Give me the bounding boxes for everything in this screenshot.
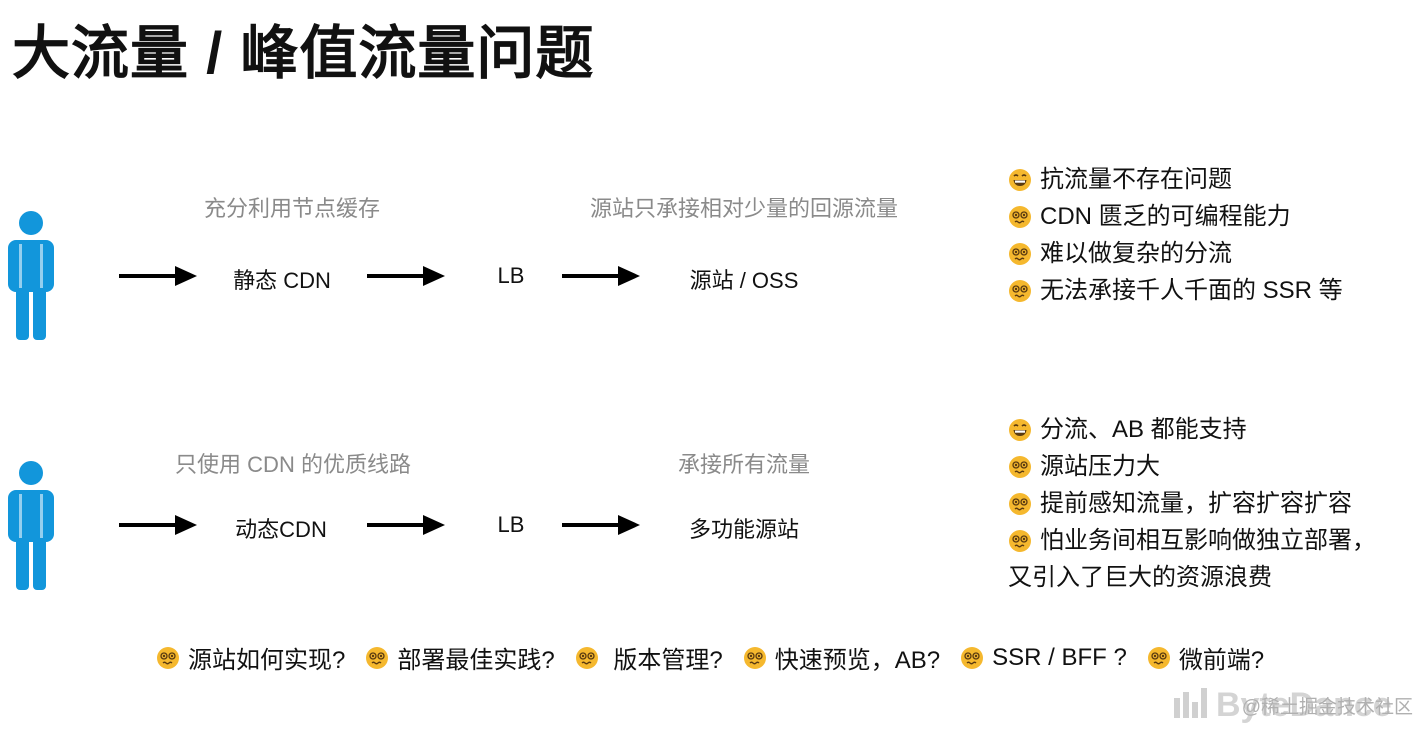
list-item: 微前端? [1147,640,1264,675]
list-item: 源站如何实现? [156,640,345,675]
dizzy-face-icon [1008,529,1032,553]
row2-caption-right: 承接所有流量 [677,452,811,477]
dizzy-face-icon [1008,205,1032,229]
bytedance-logo-icon [1173,688,1208,723]
list-item: 分流、AB 都能支持 [1008,411,1376,448]
dizzy-face-icon [156,646,180,670]
list-item: 快速预览，AB? [743,640,940,675]
arrow-right-icon [367,513,445,537]
row2-caption-left: 只使用 CDN 的优质线路 [175,452,411,477]
list-item: 源站压力大 [1008,448,1376,485]
arrow-right-icon [119,264,197,288]
row1-caption-right: 源站只承接相对少量的回源流量 [589,196,899,221]
dizzy-face-icon [1147,646,1171,670]
row2-node-lb: LB [497,512,525,537]
arrow-right-icon [562,513,640,537]
list-item: CDN 匮乏的可编程能力 [1008,198,1343,235]
page-title: 大流量 / 峰值流量问题 [12,21,595,86]
dizzy-face-icon [575,646,599,670]
row1-node-cdn: 静态 CDN [233,268,331,293]
row1-caption-left: 充分利用节点缓存 [203,196,381,221]
arrow-right-icon [119,513,197,537]
row1-node-origin: 源站 / OSS [689,268,799,293]
watermark: ByteDance @稀土掘金技术社区 [1173,686,1413,725]
dizzy-face-icon [743,646,767,670]
row1-notes: 抗流量不存在问题 CDN 匮乏的可编程能力 难以做复杂的分流 无法承接千人千面的… [1008,161,1343,309]
bottom-questions: 源站如何实现? 部署最佳实践? 版本管理? 快速预览，AB? SSR / BFF… [156,640,1284,675]
dizzy-face-icon [1008,242,1032,266]
dizzy-face-icon [1008,455,1032,479]
list-item-continuation: 又引入了巨大的资源浪费 [1008,564,1272,591]
row2-notes: 分流、AB 都能支持 源站压力大 提前感知流量，扩容扩容扩容 怕业务间相互影响做… [1008,411,1376,596]
dizzy-face-icon [365,646,389,670]
dizzy-face-icon [1008,279,1032,303]
list-item: 无法承接千人千面的 SSR 等 [1008,272,1343,309]
grinning-face-icon [1008,168,1032,192]
watermark-text: @稀土掘金技术社区 [1241,697,1413,718]
list-item: 难以做复杂的分流 [1008,235,1343,272]
dizzy-face-icon [960,646,984,670]
row2-node-cdn: 动态CDN [235,517,327,542]
person-icon [6,210,56,340]
dizzy-face-icon [1008,492,1032,516]
list-item: 抗流量不存在问题 [1008,161,1343,198]
list-item: 怕业务间相互影响做独立部署， [1008,522,1376,559]
arrow-right-icon [367,264,445,288]
row2-node-origin: 多功能源站 [688,517,800,542]
person-icon [6,460,56,590]
arrow-right-icon [562,264,640,288]
watermark-logo-text: ByteDance [1215,686,1392,724]
list-item: SSR / BFF ? [960,644,1127,672]
row1-node-lb: LB [497,263,525,288]
list-item: 提前感知流量，扩容扩容扩容 [1008,485,1376,522]
list-item: 版本管理? [575,640,723,675]
list-item: 部署最佳实践? [365,640,555,675]
grinning-face-icon [1008,418,1032,442]
